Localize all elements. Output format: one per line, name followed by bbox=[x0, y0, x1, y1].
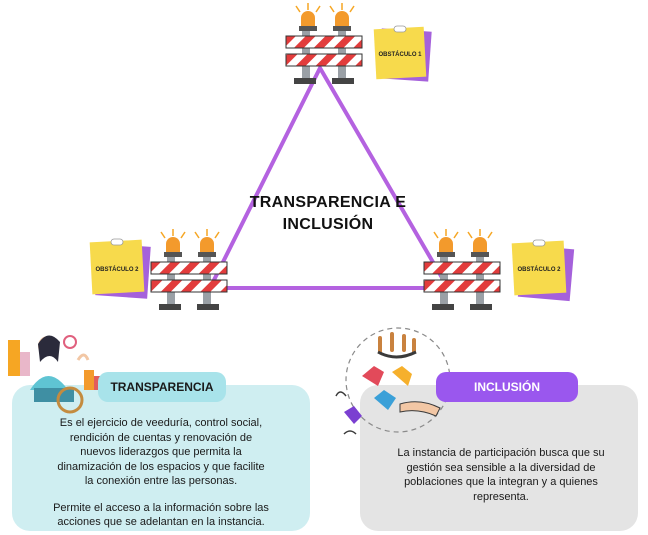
sticky-note-obstacle-2-right: OBSTÁCULO 2 bbox=[511, 239, 575, 302]
sticky-note-obstacle-2-left: OBSTÁCULO 2 bbox=[89, 238, 151, 299]
triangle-outline bbox=[208, 66, 450, 290]
obstacle-2-left-label: OBSTÁCULO 2 bbox=[95, 266, 139, 273]
transparencia-line: acciones que se adelantan en la instanci… bbox=[57, 516, 265, 528]
barricade-left bbox=[150, 228, 228, 311]
center-title-line-2: INCLUSIÓN bbox=[282, 216, 374, 233]
barricade-right bbox=[423, 228, 501, 311]
obstacle-1-label: OBSTÁCULO 1 bbox=[378, 51, 422, 58]
center-title-line-1: TRANSPARENCIA E bbox=[249, 194, 407, 211]
transparencia-line: rendición de cuentas y renovación de bbox=[69, 431, 253, 444]
transparencia-title: TRANSPARENCIA bbox=[110, 380, 214, 394]
transparencia-panel bbox=[12, 385, 310, 531]
transparencia-description: Es el ejercicio de veeduría, control soc… bbox=[20, 416, 302, 530]
inclusion-illustration bbox=[335, 327, 451, 435]
inclusion-line: poblaciones que la integran y a quienes bbox=[404, 476, 598, 488]
transparencia-line: Es el ejercicio de veeduría, control soc… bbox=[59, 417, 263, 429]
transparencia-title-pill: TRANSPARENCIA bbox=[98, 372, 226, 402]
inclusion-title-pill: INCLUSIÓN bbox=[436, 372, 578, 402]
transparencia-line: dinamización de los espacios y que facil… bbox=[57, 460, 265, 473]
inclusion-line: representa. bbox=[473, 490, 529, 503]
sticky-note-obstacle-1: OBSTÁCULO 1 bbox=[373, 25, 432, 82]
inclusion-line: gestión sea sensible a la diversidad de bbox=[406, 461, 596, 474]
center-title: TRANSPARENCIA E INCLUSIÓN bbox=[228, 192, 428, 236]
obstacle-2-right-label: OBSTÁCULO 2 bbox=[517, 266, 561, 273]
inclusion-line: La instancia de participación busca que … bbox=[397, 447, 605, 459]
presenter-illustration bbox=[8, 335, 102, 414]
inclusion-title: INCLUSIÓN bbox=[474, 380, 540, 394]
transparencia-line: Permite el acceso a la información sobre… bbox=[53, 501, 269, 514]
transparencia-line: nuevos liderazgos que permita la bbox=[80, 446, 242, 458]
transparencia-line: la conexión entre las personas. bbox=[84, 475, 238, 487]
inclusion-description: La instancia de participación busca que … bbox=[372, 446, 630, 504]
